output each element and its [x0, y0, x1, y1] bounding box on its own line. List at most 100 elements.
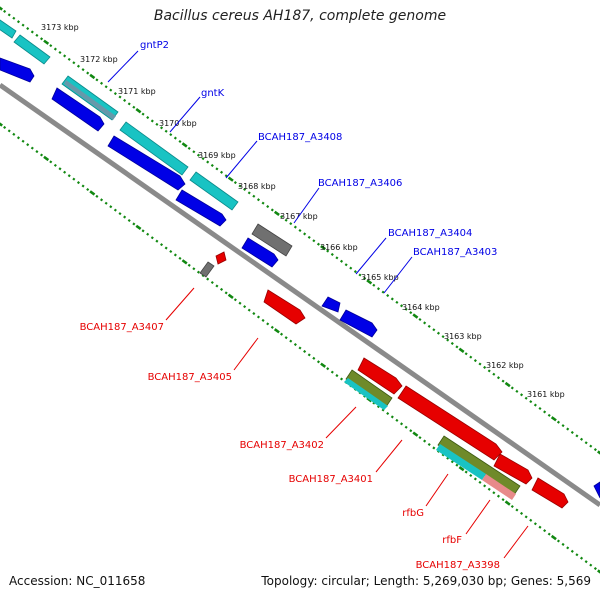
gene-label[interactable]: BCAH187_A3401 — [289, 474, 373, 485]
tick-mark — [270, 208, 274, 212]
gene-label[interactable]: rfbG — [402, 508, 424, 519]
gene-feature[interactable] — [482, 474, 516, 500]
reverse-genes — [199, 251, 569, 509]
tick-mark — [340, 377, 344, 381]
gene-label[interactable]: BCAH187_A3403 — [413, 247, 497, 258]
tick-mark — [363, 276, 367, 280]
gene-feature[interactable] — [397, 385, 503, 461]
tick-mark — [81, 184, 85, 188]
tick-mark — [289, 339, 293, 343]
gene-feature[interactable] — [344, 378, 388, 410]
gene-label[interactable]: gntK — [201, 88, 225, 99]
tick-mark — [12, 16, 16, 20]
tick-mark — [533, 522, 537, 526]
tick-mark — [95, 78, 99, 82]
gene-feature[interactable] — [321, 296, 341, 313]
gene-label[interactable]: rfbF — [442, 535, 462, 546]
gene-feature[interactable] — [0, 19, 17, 39]
tick-mark — [227, 293, 234, 299]
tick-mark — [146, 116, 150, 120]
gene-label[interactable]: gntP2 — [140, 40, 169, 51]
tick-mark — [409, 311, 413, 315]
tick-mark — [550, 534, 557, 541]
gene-feature[interactable] — [339, 309, 378, 338]
tick-mark — [496, 494, 500, 498]
tick-mark — [289, 222, 293, 226]
gene-feature[interactable] — [263, 289, 306, 325]
tick-mark — [67, 174, 71, 178]
tick-mark — [478, 362, 482, 366]
tick-mark — [381, 290, 385, 294]
gene-feature[interactable] — [357, 357, 403, 395]
page-title: Bacillus cereus AH187, complete genome — [153, 8, 447, 24]
gene-feature[interactable] — [199, 261, 215, 278]
gene-feature[interactable] — [593, 481, 600, 499]
tick-mark — [575, 434, 579, 438]
gene-label[interactable]: BCAH187_A3407 — [80, 322, 164, 333]
tick-mark — [561, 542, 565, 546]
gene-feature[interactable] — [13, 34, 51, 65]
gene-label[interactable]: BCAH187_A3405 — [148, 372, 232, 383]
gene-label[interactable]: BCAH187_A3402 — [240, 440, 324, 451]
tick-mark — [261, 318, 265, 322]
tick-mark — [118, 212, 122, 216]
tick-mark — [441, 335, 445, 339]
gene-label[interactable]: BCAH187_A3408 — [258, 132, 342, 143]
label-leader-line — [383, 256, 413, 294]
gene-feature[interactable] — [241, 237, 279, 268]
genome-summary: Topology: circular; Length: 5,269,030 bp… — [261, 574, 591, 588]
tick-mark — [201, 274, 205, 278]
gene-feature[interactable] — [493, 453, 533, 485]
tick-mark — [118, 95, 122, 99]
gene-label[interactable]: BCAH187_A3406 — [318, 178, 402, 189]
tick-mark — [446, 456, 450, 460]
tick-mark — [307, 235, 311, 239]
tick-mark — [280, 332, 284, 336]
gene-label[interactable]: BCAH187_A3404 — [388, 228, 472, 239]
gene-feature[interactable] — [51, 87, 105, 132]
gene-feature[interactable] — [436, 444, 486, 480]
tick-mark — [366, 279, 373, 285]
tick-mark — [597, 450, 600, 455]
gene-feature[interactable] — [107, 135, 186, 191]
tick-mark — [349, 266, 353, 270]
tick-mark — [326, 249, 330, 253]
gene-feature[interactable] — [251, 223, 293, 257]
tick-mark — [76, 64, 80, 68]
tick-mark — [132, 222, 136, 226]
genome-backbone — [0, 82, 600, 508]
gene-feature[interactable] — [64, 80, 116, 120]
tick-mark — [340, 259, 344, 263]
tick-mark — [307, 353, 311, 357]
tick-mark — [547, 532, 551, 536]
tick-mark — [220, 287, 224, 291]
tick-mark — [580, 437, 584, 441]
gene-feature[interactable] — [531, 477, 569, 509]
tick-mark — [529, 400, 533, 404]
label-leader-line — [325, 406, 357, 439]
scale-tick-label: 3172 kbp — [80, 55, 118, 64]
tick-mark — [7, 13, 11, 17]
tick-mark — [293, 225, 297, 229]
scale-tick-label: 3173 kbp — [41, 23, 79, 32]
gene-feature[interactable] — [189, 171, 239, 211]
tick-mark — [43, 39, 50, 45]
tick-mark — [520, 511, 524, 515]
tick-mark — [215, 284, 219, 288]
gene-label[interactable]: BCAH187_A3398 — [416, 560, 500, 571]
gene-feature[interactable] — [0, 57, 35, 83]
tick-mark — [593, 567, 597, 571]
tick-mark — [412, 431, 419, 437]
tick-mark — [284, 218, 288, 222]
tick-mark — [192, 150, 196, 154]
gene-feature[interactable] — [175, 189, 227, 227]
tick-mark — [233, 181, 237, 185]
tick-mark — [566, 546, 570, 550]
tick-mark — [589, 563, 593, 567]
gene-feature[interactable] — [215, 251, 227, 265]
tick-mark — [303, 349, 307, 353]
tick-mark — [335, 256, 339, 260]
scale-tick-label: 3165 kbp — [361, 273, 399, 282]
gene-feature[interactable] — [119, 121, 189, 176]
